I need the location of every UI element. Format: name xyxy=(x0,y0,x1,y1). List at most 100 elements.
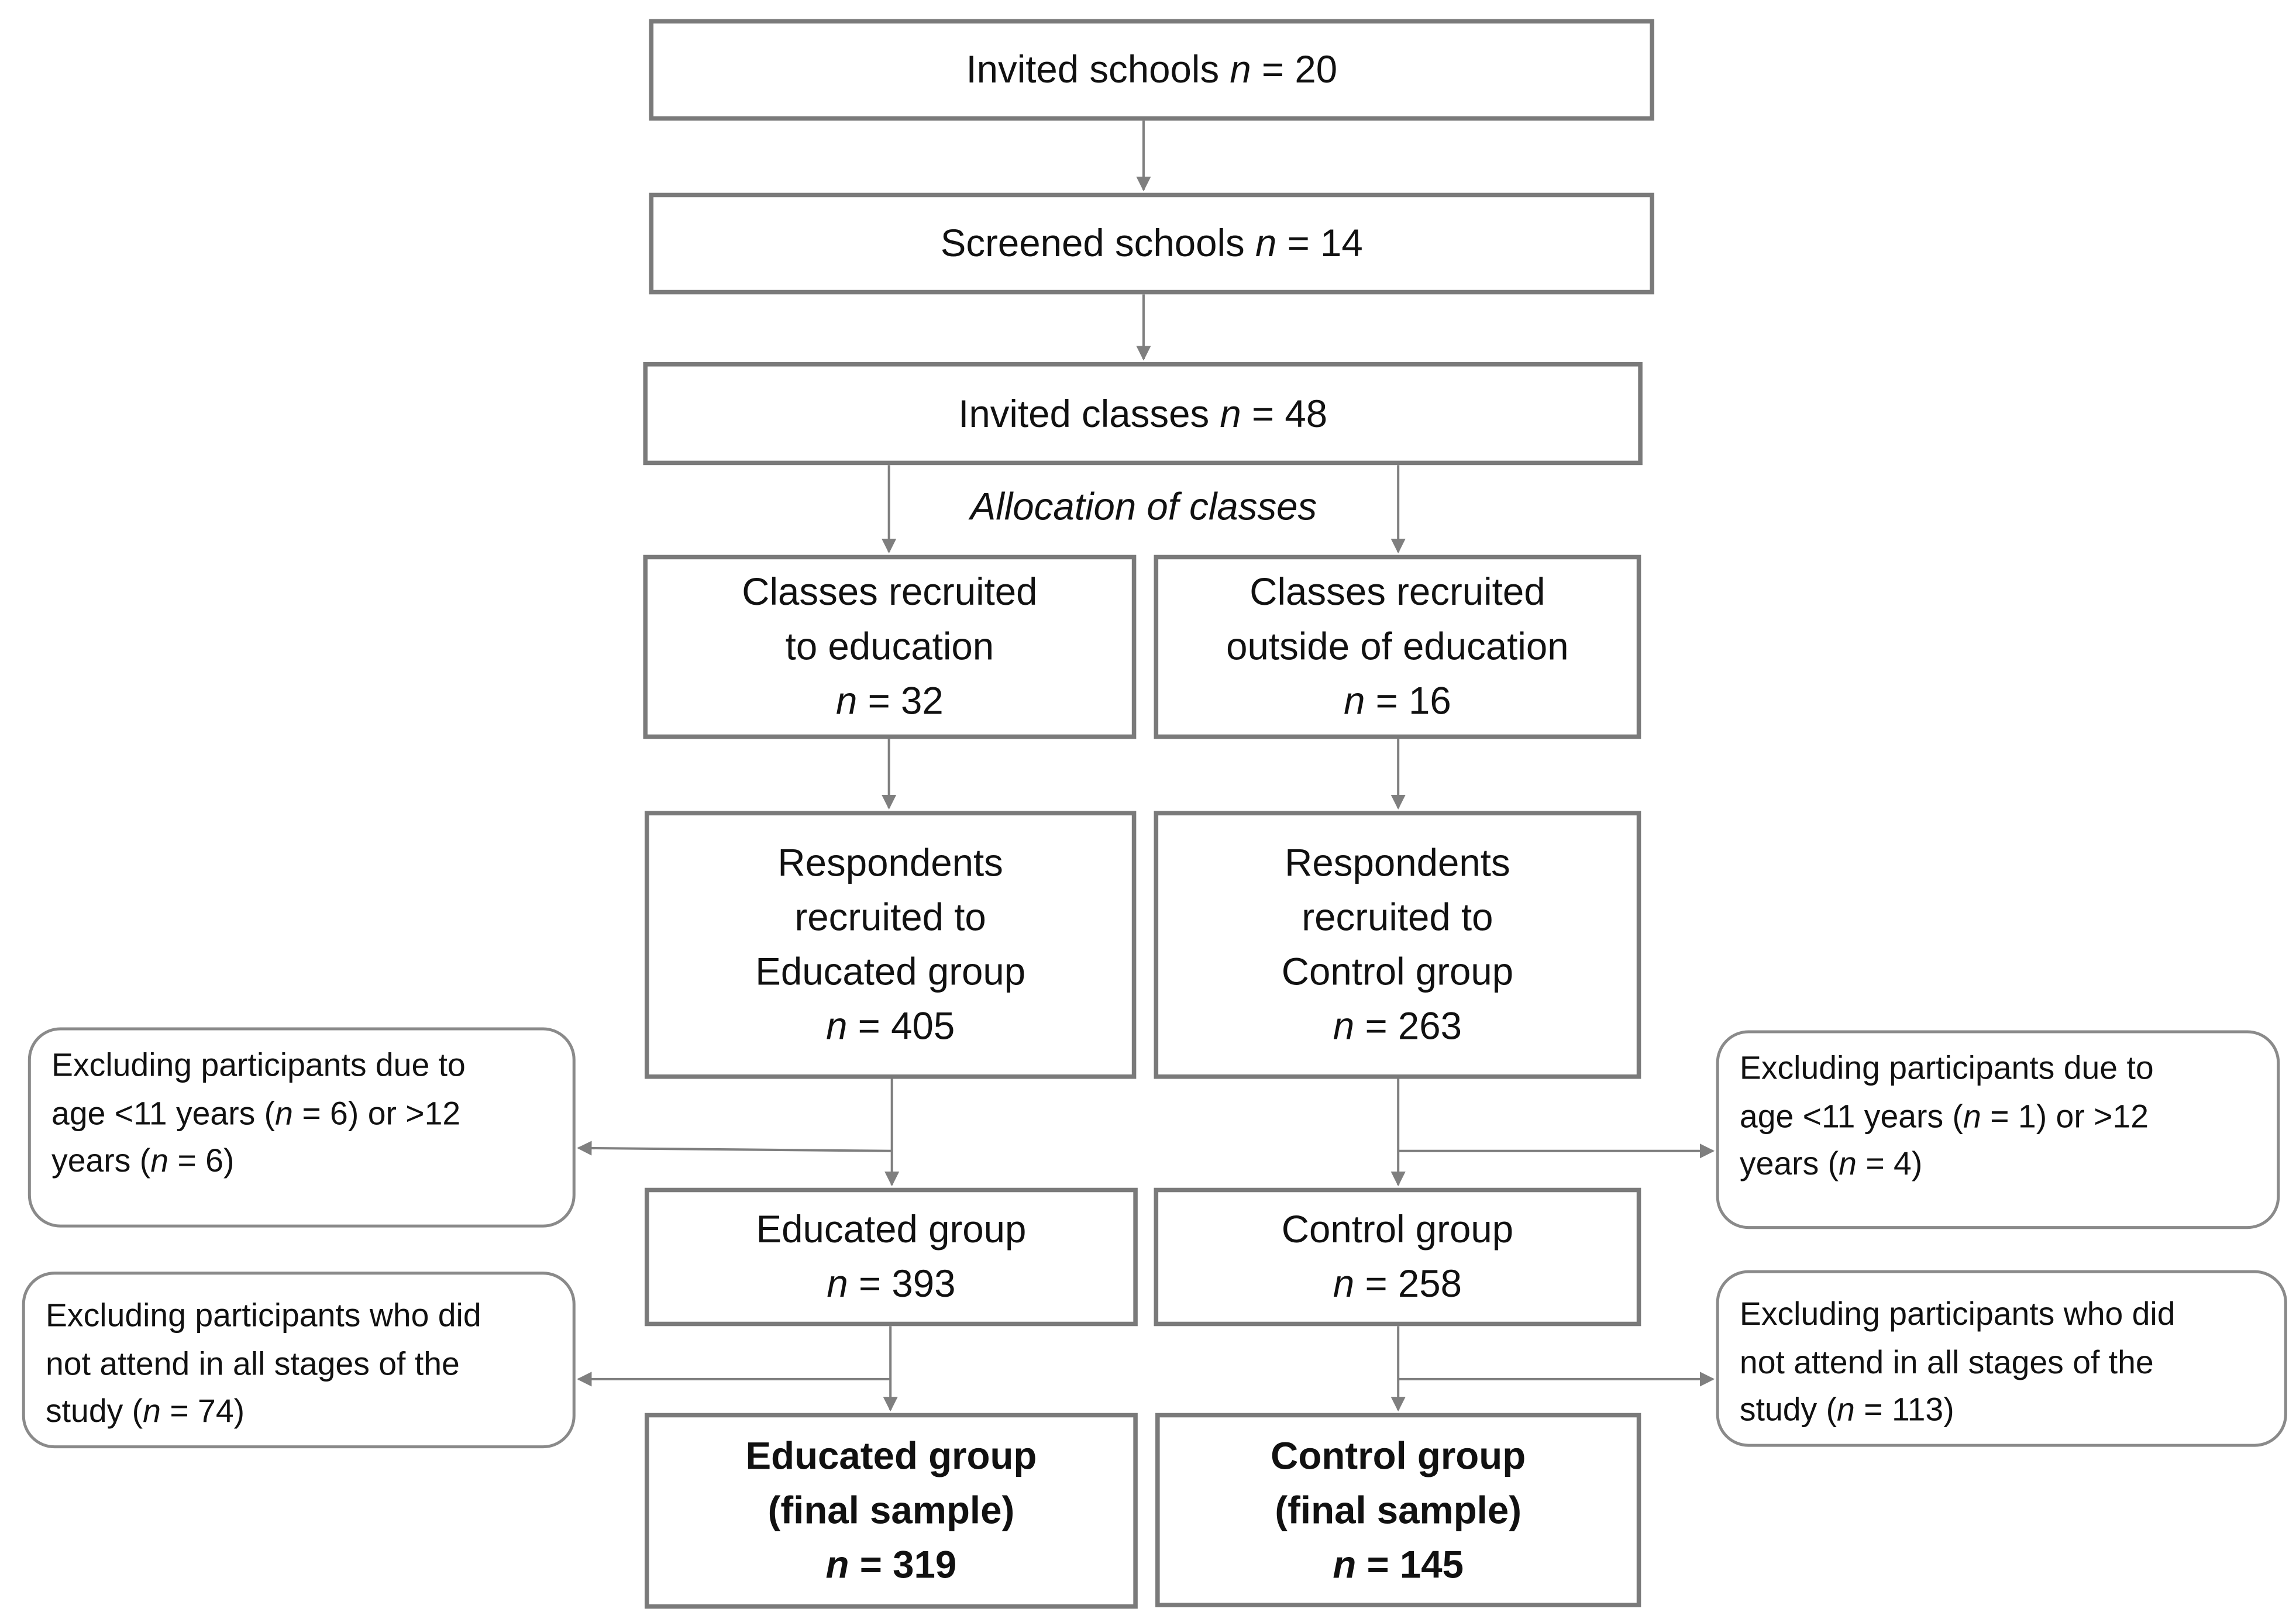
node-line1: Respondents xyxy=(777,840,1003,885)
side-line1: Excluding participants due to xyxy=(1739,1049,2154,1087)
equals: = xyxy=(857,678,901,723)
invited-classes-box: Invited classes n = 48 xyxy=(643,362,1643,466)
invited-schools-box: Invited schools n = 20 xyxy=(649,19,1654,121)
node-n: n = 145 xyxy=(1333,1537,1464,1592)
n-value: 405 xyxy=(891,1004,955,1048)
node-label: Invited schools xyxy=(966,47,1220,92)
equals: = xyxy=(1981,1097,2018,1134)
node-line3: Educated group xyxy=(755,949,1026,994)
n-symbol: n xyxy=(826,1004,848,1048)
equals: = xyxy=(160,1392,198,1429)
node-line2: (final sample) xyxy=(1275,1487,1522,1532)
n-symbol: n xyxy=(836,678,858,723)
side-text: ) or >12 xyxy=(347,1094,461,1131)
n-symbol: n xyxy=(1963,1097,1981,1134)
node-n: n = 263 xyxy=(1333,1000,1462,1054)
node-n: n = 258 xyxy=(1333,1257,1462,1311)
side-line3: years (n = 6) xyxy=(51,1138,555,1186)
side-text: age <11 years ( xyxy=(1739,1097,1963,1134)
invited-classes-text: Invited classes n = 48 xyxy=(958,387,1327,441)
node-label: Invited classes xyxy=(958,391,1210,435)
equals: = xyxy=(1241,391,1285,435)
screened-schools-box: Screened schools n = 14 xyxy=(649,192,1654,295)
node-label: Screened schools xyxy=(940,221,1245,265)
n-value: 319 xyxy=(893,1542,957,1587)
n-symbol: n xyxy=(150,1142,169,1179)
equals: = xyxy=(292,1094,331,1131)
n-value: 6 xyxy=(205,1142,223,1179)
n-value: 145 xyxy=(1399,1541,1464,1586)
n-symbol: n xyxy=(827,1261,848,1306)
node-line1: Educated group xyxy=(756,1207,1027,1251)
n-symbol: n xyxy=(143,1392,161,1429)
equals: = xyxy=(849,1542,893,1587)
n-symbol: n xyxy=(1333,1004,1355,1048)
exclude-age-right-box: Excluding participants due to age <11 ye… xyxy=(1716,1030,2280,1229)
n-value: 4 xyxy=(1894,1145,1912,1182)
n-value: 1 xyxy=(2018,1097,2036,1134)
node-n: n = 32 xyxy=(836,674,944,729)
node-line2: recruited to xyxy=(794,894,986,939)
n-symbol: n xyxy=(1255,221,1277,265)
node-line1: Respondents xyxy=(1285,840,1510,885)
node-line1: Control group xyxy=(1281,1207,1514,1251)
n-symbol: n xyxy=(1837,1390,1855,1428)
n-symbol: n xyxy=(1839,1145,1857,1182)
side-text: age <11 years ( xyxy=(51,1094,276,1131)
side-line2: not attend in all stages of the xyxy=(1739,1343,2154,1380)
node-line1: Classes recruited xyxy=(742,569,1038,614)
n-value: 32 xyxy=(901,678,944,723)
n-symbol: n xyxy=(1333,1541,1357,1586)
control-final-box: Control group (final sample) n = 145 xyxy=(1155,1413,1641,1607)
node-n: n = 319 xyxy=(826,1538,957,1593)
educated-final-box: Educated group (final sample) n = 319 xyxy=(645,1413,1138,1609)
equals: = xyxy=(1354,1004,1398,1048)
node-n: n = 393 xyxy=(827,1257,955,1311)
side-line2: age <11 years (n = 1) or >12 xyxy=(1740,1093,2259,1141)
side-text: years ( xyxy=(51,1142,151,1179)
node-line2: outside of education xyxy=(1226,624,1569,669)
side-text: ) xyxy=(1943,1390,1954,1428)
n-symbol: n xyxy=(1230,47,1251,92)
n-value: 48 xyxy=(1285,391,1328,435)
side-line1: Excluding participants due to xyxy=(51,1046,466,1084)
respondents-educated-box: Respondents recruited to Educated group … xyxy=(645,811,1137,1079)
n-value: 14 xyxy=(1320,221,1363,265)
equals: = xyxy=(1354,1261,1398,1306)
n-value: 74 xyxy=(198,1392,234,1429)
node-line3: Control group xyxy=(1281,949,1514,994)
classes-outside-box: Classes recruited outside of education n… xyxy=(1154,554,1641,739)
control-group-box: Control group n = 258 xyxy=(1154,1187,1641,1327)
n-value: 113 xyxy=(1891,1390,1944,1428)
n-value: 258 xyxy=(1397,1261,1462,1306)
classes-education-box: Classes recruited to education n = 32 xyxy=(643,554,1137,739)
equals: = xyxy=(1356,1541,1400,1586)
side-text: ) xyxy=(223,1142,235,1179)
side-text: ) xyxy=(233,1392,245,1429)
equals: = xyxy=(1251,47,1295,92)
node-line2: (final sample) xyxy=(767,1488,1015,1532)
exclude-attend-left-box: Excluding participants who did not atten… xyxy=(22,1272,576,1449)
n-value: 16 xyxy=(1409,678,1451,723)
n-value: 263 xyxy=(1397,1004,1462,1048)
equals: = xyxy=(1856,1145,1894,1182)
side-text: study ( xyxy=(45,1392,143,1429)
allocation-label: Allocation of classes xyxy=(970,484,1317,529)
equals: = xyxy=(1276,221,1320,265)
node-line2: recruited to xyxy=(1302,894,1493,939)
n-symbol: n xyxy=(825,1542,849,1587)
side-line2: not attend in all stages of the xyxy=(45,1344,460,1382)
equals: = xyxy=(847,1004,891,1048)
exclude-attend-right-box: Excluding participants who did not atten… xyxy=(1716,1270,2287,1447)
n-value: 393 xyxy=(891,1261,956,1306)
n-symbol: n xyxy=(1220,391,1241,435)
node-line1: Educated group xyxy=(745,1433,1037,1478)
side-text: ) or >12 xyxy=(2036,1097,2149,1134)
invited-schools-text: Invited schools n = 20 xyxy=(966,43,1337,97)
n-value: 6 xyxy=(330,1094,348,1131)
n-symbol: n xyxy=(1344,678,1365,723)
side-line2: age <11 years (n = 6) or >12 xyxy=(51,1090,555,1138)
side-text: years ( xyxy=(1739,1145,1839,1182)
